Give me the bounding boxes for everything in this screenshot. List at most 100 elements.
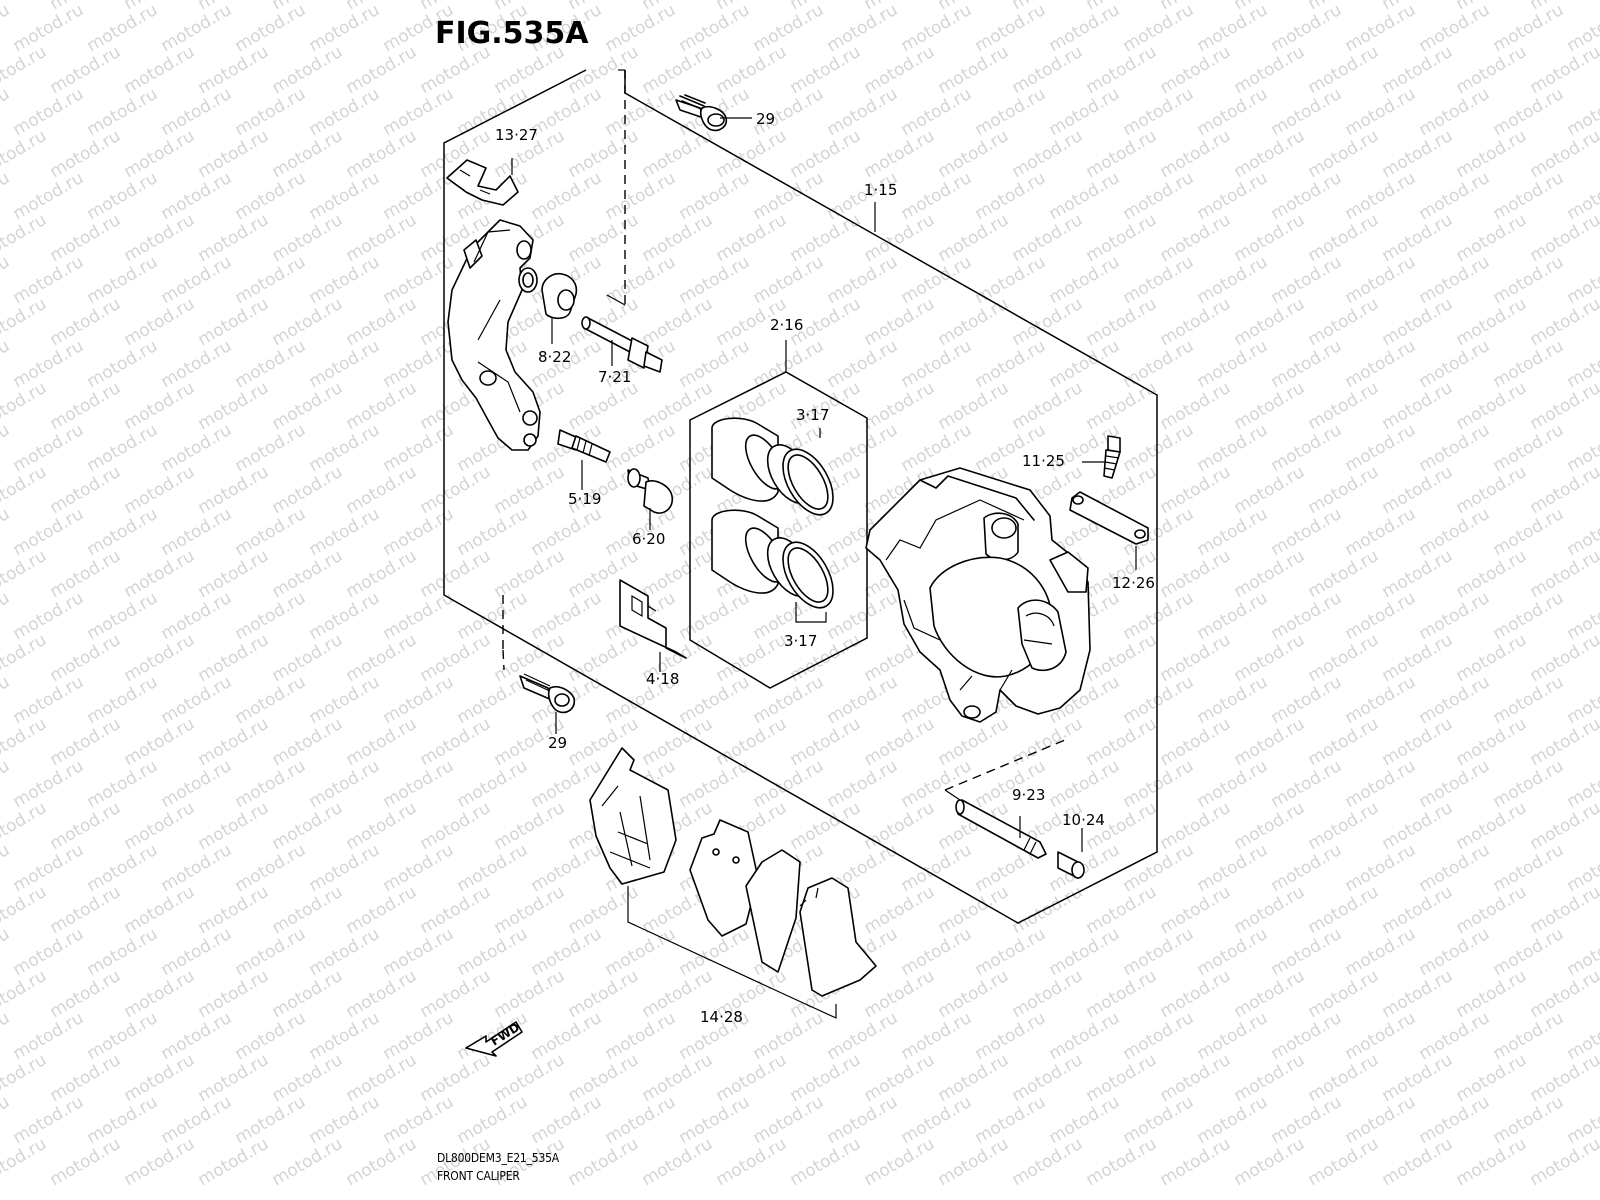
watermark-text: motod.ru — [861, 798, 939, 854]
callout-11-25: 11·25 — [1022, 452, 1065, 470]
watermark-text: motod.ru — [1416, 252, 1494, 308]
watermark-text: motod.ru — [454, 840, 532, 896]
watermark-text: motod.ru — [1305, 546, 1383, 602]
watermark-text: motod.ru — [195, 714, 273, 770]
watermark-text: motod.ru — [0, 630, 50, 686]
watermark-text: motod.ru — [269, 210, 347, 266]
watermark-text: motod.ru — [824, 588, 902, 644]
watermark-text: motod.ru — [1342, 1092, 1420, 1148]
watermark-text: motod.ru — [1453, 966, 1531, 1022]
watermark-text: motod.ru — [1490, 504, 1568, 560]
watermark-text: motod.ru — [1453, 714, 1531, 770]
callout-7-21: 7·21 — [598, 368, 631, 386]
watermark-text: motod.ru — [1342, 504, 1420, 560]
watermark-text: motod.ru — [47, 378, 125, 434]
watermark-text: motod.ru — [195, 210, 273, 266]
watermark-text: motod.ru — [158, 1092, 236, 1148]
watermark-text: motod.ru — [343, 42, 421, 98]
watermark-text: motod.ru — [1416, 756, 1494, 812]
watermark-text: motod.ru — [0, 714, 50, 770]
watermark-text: motod.ru — [121, 546, 199, 602]
watermark-text: motod.ru — [454, 756, 532, 812]
watermark-text: motod.ru — [232, 672, 310, 728]
watermark-text: motod.ru — [380, 672, 458, 728]
watermark-text: motod.ru — [1009, 966, 1087, 1022]
watermark-text: motod.ru — [380, 168, 458, 224]
watermark-text: motod.ru — [1453, 1134, 1531, 1190]
watermark-text: motod.ru — [380, 924, 458, 980]
watermark-text: motod.ru — [528, 504, 606, 560]
watermark-text: motod.ru — [491, 966, 569, 1022]
watermark-text: motod.ru — [528, 168, 606, 224]
watermark-text: motod.ru — [1342, 336, 1420, 392]
watermark-text: motod.ru — [639, 1050, 717, 1106]
watermark-text: motod.ru — [639, 546, 717, 602]
watermark-text: motod.ru — [1268, 336, 1346, 392]
watermark-text: motod.ru — [1157, 1050, 1235, 1106]
watermark-text: motod.ru — [232, 420, 310, 476]
watermark-text: motod.ru — [491, 630, 569, 686]
watermark-text: motod.ru — [0, 168, 13, 224]
watermark-text: motod.ru — [195, 294, 273, 350]
watermark-text: motod.ru — [343, 882, 421, 938]
watermark-text: motod.ru — [380, 756, 458, 812]
watermark-text: motod.ru — [1305, 42, 1383, 98]
watermark-text: motod.ru — [1527, 546, 1600, 602]
watermark-text: motod.ru — [824, 252, 902, 308]
watermark-text: motod.ru — [195, 546, 273, 602]
watermark-text: motod.ru — [269, 546, 347, 602]
watermark-text: motod.ru — [1194, 84, 1272, 140]
caliper-assembly-frame — [443, 69, 1158, 924]
watermark-text: motod.ru — [343, 1050, 421, 1106]
watermark-text: motod.ru — [0, 462, 50, 518]
callout-29-top: 29 — [756, 110, 775, 128]
watermark-text: motod.ru — [1453, 462, 1531, 518]
watermark-text: motod.ru — [158, 336, 236, 392]
boot-8-22 — [541, 272, 578, 320]
watermark-text: motod.ru — [0, 1008, 13, 1064]
watermark-text: motod.ru — [1120, 588, 1198, 644]
watermark-text: motod.ru — [1231, 798, 1309, 854]
watermark-text: motod.ru — [1157, 966, 1235, 1022]
watermark-text: motod.ru — [306, 1008, 384, 1064]
watermark-text: motod.ru — [750, 672, 828, 728]
watermark-text: motod.ru — [47, 210, 125, 266]
watermark-text: motod.ru — [158, 252, 236, 308]
watermark-text: motod.ru — [1083, 378, 1161, 434]
watermark-text: motod.ru — [84, 0, 162, 56]
watermark-text: motod.ru — [602, 1008, 680, 1064]
watermark-text: motod.ru — [10, 0, 88, 56]
watermark-text: motod.ru — [1305, 882, 1383, 938]
watermark-text: motod.ru — [232, 924, 310, 980]
watermark-text: motod.ru — [47, 294, 125, 350]
watermark-text: motod.ru — [898, 420, 976, 476]
watermark-text: motod.ru — [1009, 1050, 1087, 1106]
watermark-text: motod.ru — [121, 966, 199, 1022]
watermark-text: motod.ru — [10, 672, 88, 728]
watermark-text: motod.ru — [1342, 1008, 1420, 1064]
watermark-text: motod.ru — [1231, 210, 1309, 266]
watermark-text: motod.ru — [232, 840, 310, 896]
watermark-text: motod.ru — [10, 336, 88, 392]
watermark-text: motod.ru — [47, 546, 125, 602]
watermark-text: motod.ru — [676, 588, 754, 644]
watermark-text: motod.ru — [195, 126, 273, 182]
watermark-text: motod.ru — [195, 42, 273, 98]
watermark-text: motod.ru — [1268, 924, 1346, 980]
watermark-text: motod.ru — [1379, 798, 1457, 854]
watermark-text: motod.ru — [417, 966, 495, 1022]
watermark-text: motod.ru — [1305, 1134, 1383, 1190]
watermark-text: motod.ru — [306, 840, 384, 896]
watermark-text: motod.ru — [232, 588, 310, 644]
watermark-text: motod.ru — [380, 420, 458, 476]
watermark-text: motod.ru — [750, 1008, 828, 1064]
watermark-text: motod.ru — [47, 714, 125, 770]
watermark-text: motod.ru — [1009, 882, 1087, 938]
bolt-29-bottom — [519, 673, 576, 714]
watermark-text: motod.ru — [121, 210, 199, 266]
watermark-text: motod.ru — [10, 588, 88, 644]
watermark-text: motod.ru — [861, 42, 939, 98]
watermark-text: motod.ru — [1527, 210, 1600, 266]
watermark-text: motod.ru — [1120, 336, 1198, 392]
watermark-text: motod.ru — [1083, 966, 1161, 1022]
